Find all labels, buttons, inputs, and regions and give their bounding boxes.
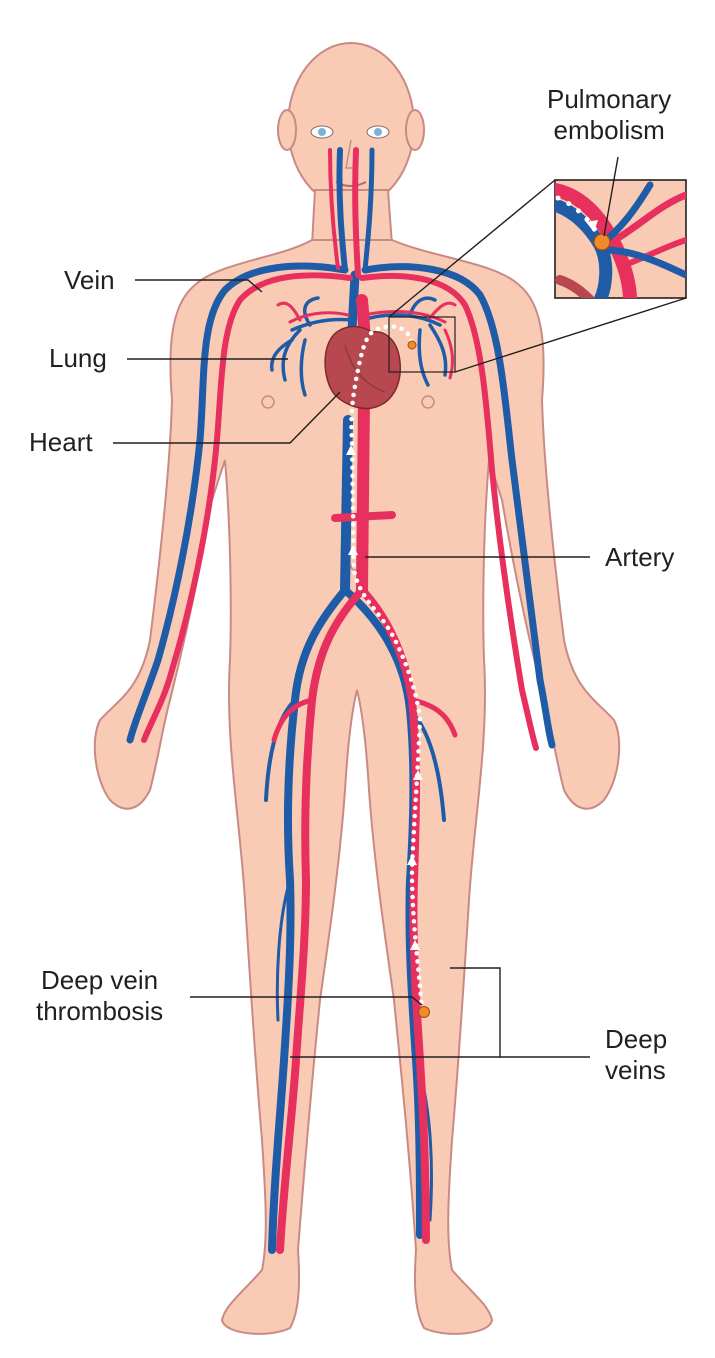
embolism-clot (408, 341, 416, 349)
inset-zoom (555, 180, 686, 300)
label-lung: Lung (49, 343, 107, 374)
label-deep-veins: Deep veins (605, 1024, 667, 1086)
label-pulmonary-embolism: Pulmonary embolism (547, 84, 671, 146)
label-vein: Vein (64, 265, 115, 296)
label-deep-vein-thrombosis: Deep vein thrombosis (36, 965, 163, 1027)
label-artery: Artery (605, 542, 674, 573)
label-heart: Heart (29, 427, 93, 458)
thrombosis-clot (419, 1007, 430, 1018)
head (288, 43, 414, 207)
